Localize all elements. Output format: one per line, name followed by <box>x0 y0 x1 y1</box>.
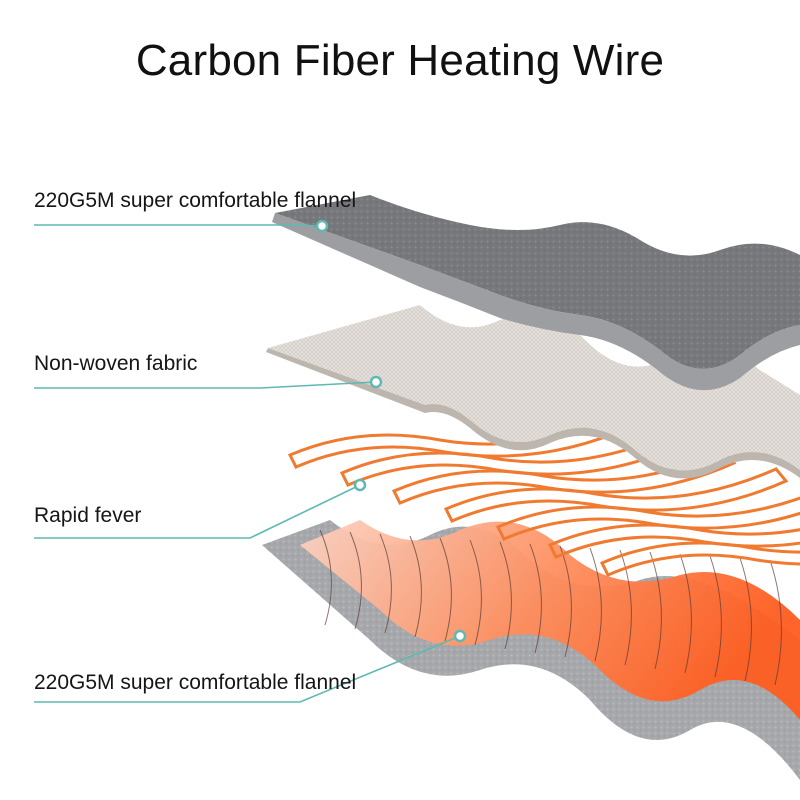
pad-stripe <box>589 547 602 662</box>
callout-line-1 <box>34 224 323 227</box>
nonwoven-sheet <box>268 305 800 471</box>
pad-stripe <box>439 537 452 642</box>
heating-wire-loop <box>547 523 800 559</box>
callout-line-3 <box>34 484 361 539</box>
pad-stripe <box>709 555 722 678</box>
layer-1-top-flannel <box>272 195 800 391</box>
pad-stripe <box>409 535 422 638</box>
heating-wire-loop <box>599 541 800 577</box>
heating-wire-loop <box>391 449 737 505</box>
callout-dot-2 <box>369 375 383 389</box>
layer-label-bottom-flannel: 220G5M super comfortable flannel <box>34 671 357 694</box>
layer-label-top-flannel: 220G5M super comfortable flannel <box>34 189 357 212</box>
layer-4-bottom-flannel <box>262 520 800 780</box>
pad-stripe <box>739 557 752 682</box>
heating-pad-sheet <box>300 520 800 720</box>
heating-wire-loop <box>443 467 789 523</box>
pad-stripe <box>499 541 512 650</box>
heating-pad-stripes <box>319 529 782 686</box>
callout-dot-3 <box>353 478 367 492</box>
pad-stripe <box>379 533 392 634</box>
heating-wire-loop <box>495 496 800 541</box>
callout-lines <box>34 219 467 703</box>
pad-stripe <box>679 553 692 674</box>
pad-stripe <box>349 531 362 630</box>
callout-line-4 <box>34 635 461 703</box>
top-flannel-sheet <box>275 195 800 369</box>
callout-dot-1 <box>315 219 329 233</box>
layer-2-nonwoven-fabric <box>266 305 800 479</box>
layer-label-nonwoven: Non-woven fabric <box>34 352 198 375</box>
pad-stripe <box>529 543 542 654</box>
callout-line-2 <box>34 381 377 389</box>
page-title: Carbon Fiber Heating Wire <box>135 36 665 85</box>
pad-stripe <box>769 559 782 686</box>
pad-stripe <box>559 545 572 658</box>
callout-dot-4 <box>453 629 467 643</box>
layer-label-rapid-fever: Rapid fever <box>34 504 142 527</box>
pad-stripe <box>469 539 482 646</box>
pad-stripe <box>619 549 632 666</box>
pad-stripe <box>319 529 332 626</box>
pad-stripe <box>649 551 662 670</box>
